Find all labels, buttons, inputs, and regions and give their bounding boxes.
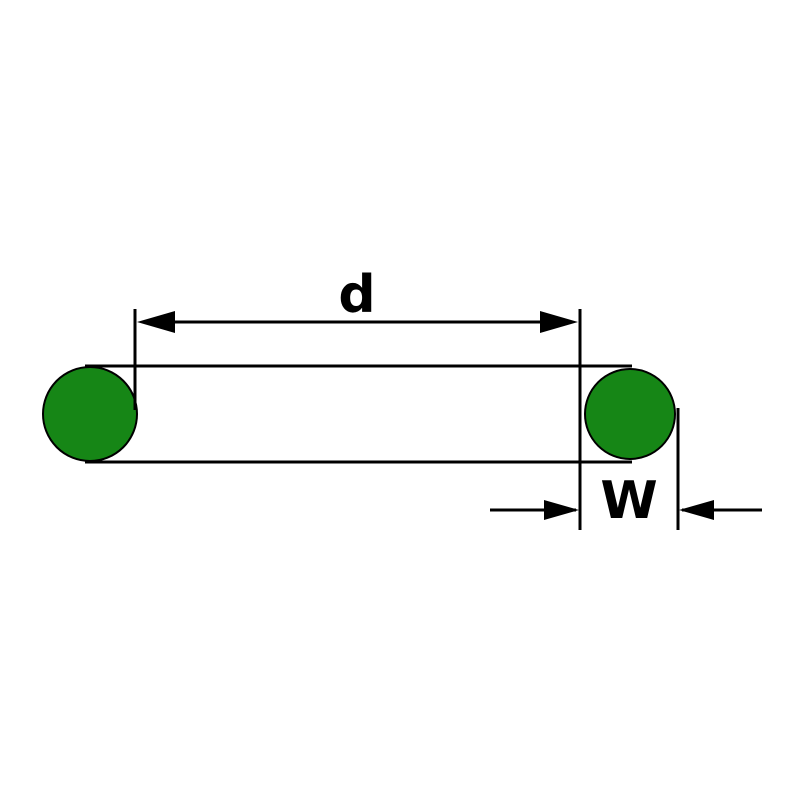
w-arrowhead-left-icon: [544, 500, 579, 520]
w-dimension-label: W: [600, 471, 657, 531]
right-cross-section-circle: [584, 368, 676, 460]
d-arrowhead-left-icon: [137, 311, 175, 333]
w-arrowhead-right-icon: [679, 500, 714, 520]
d-arrowhead-right-icon: [540, 311, 578, 333]
left-cross-section-circle: [42, 366, 138, 462]
d-dimension-label: d: [338, 265, 375, 325]
